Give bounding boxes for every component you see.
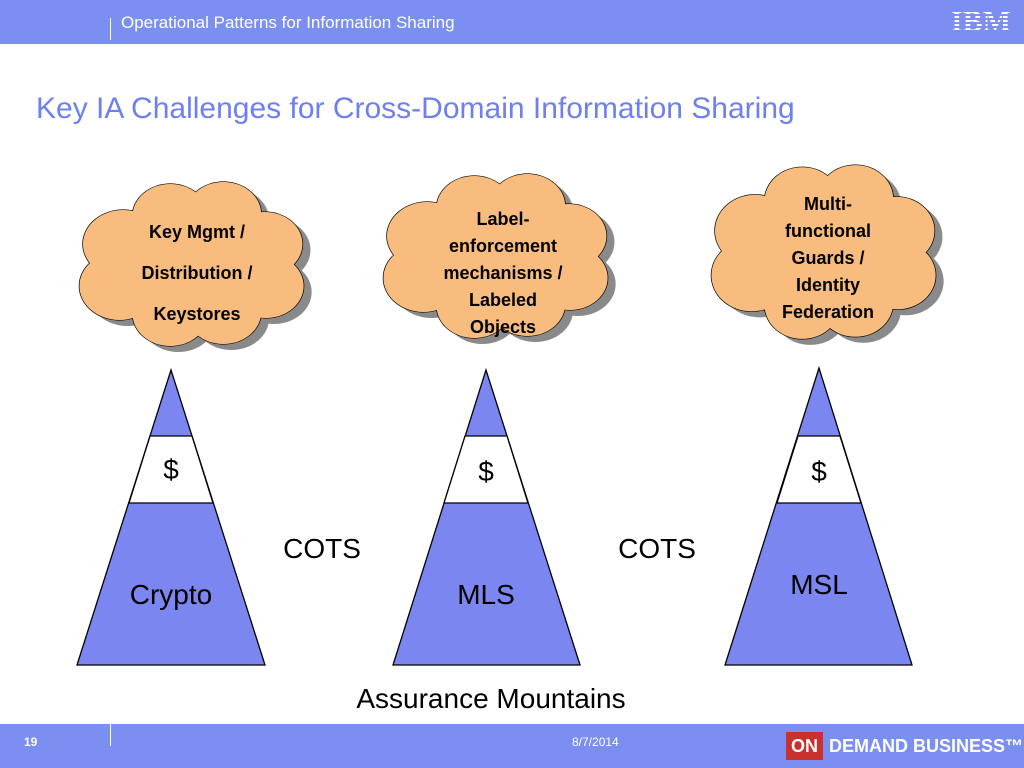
mountain-cost: $ — [163, 454, 179, 485]
mountain-msl: $ MSL — [724, 365, 913, 666]
cloud-text-label-enforcement: Label- enforcement mechanisms / Labeled … — [443, 209, 563, 337]
mountain-cost: $ — [478, 456, 494, 487]
on-demand-business-logo: ON DEMAND BUSINESS™ — [786, 731, 1023, 761]
header-divider — [110, 18, 111, 40]
footer-divider — [110, 724, 111, 746]
header-title: Operational Patterns for Information Sha… — [121, 13, 455, 32]
diagram-caption: Assurance Mountains — [356, 683, 625, 714]
on-badge: ON — [786, 732, 823, 760]
header-bar: Operational Patterns for Information Sha… — [0, 0, 1024, 44]
mountain-label: MSL — [790, 569, 848, 600]
mountain-label: Crypto — [130, 579, 212, 610]
mountain-mls: $ MLS — [392, 367, 581, 666]
footer-date: 8/7/2014 — [572, 735, 619, 749]
cots-label: COTS — [618, 533, 696, 564]
slide-title: Key IA Challenges for Cross-Domain Infor… — [36, 92, 795, 125]
mountain-crypto: $ Crypto — [76, 367, 266, 666]
mountain-cost: $ — [811, 456, 827, 487]
ibm-logo-text: IBM — [951, 5, 1011, 36]
cots-label: COTS — [283, 533, 361, 564]
brand-text: DEMAND BUSINESS™ — [829, 735, 1024, 756]
diagram: $ Crypto $ MLS $ MSL COTS COTS Assurance… — [76, 164, 944, 714]
cloud-text-guards: Multi- functional Guards / Identity Fede… — [781, 194, 874, 322]
footer-bar: 19 8/7/2014 ON DEMAND BUSINESS™ — [0, 724, 1024, 768]
ibm-logo: IBM — [951, 5, 1011, 36]
page-number: 19 — [24, 735, 38, 749]
cloud-text-key-mgmt: Key Mgmt / Distribution / Keystores — [141, 222, 253, 324]
mountain-label: MLS — [457, 579, 515, 610]
